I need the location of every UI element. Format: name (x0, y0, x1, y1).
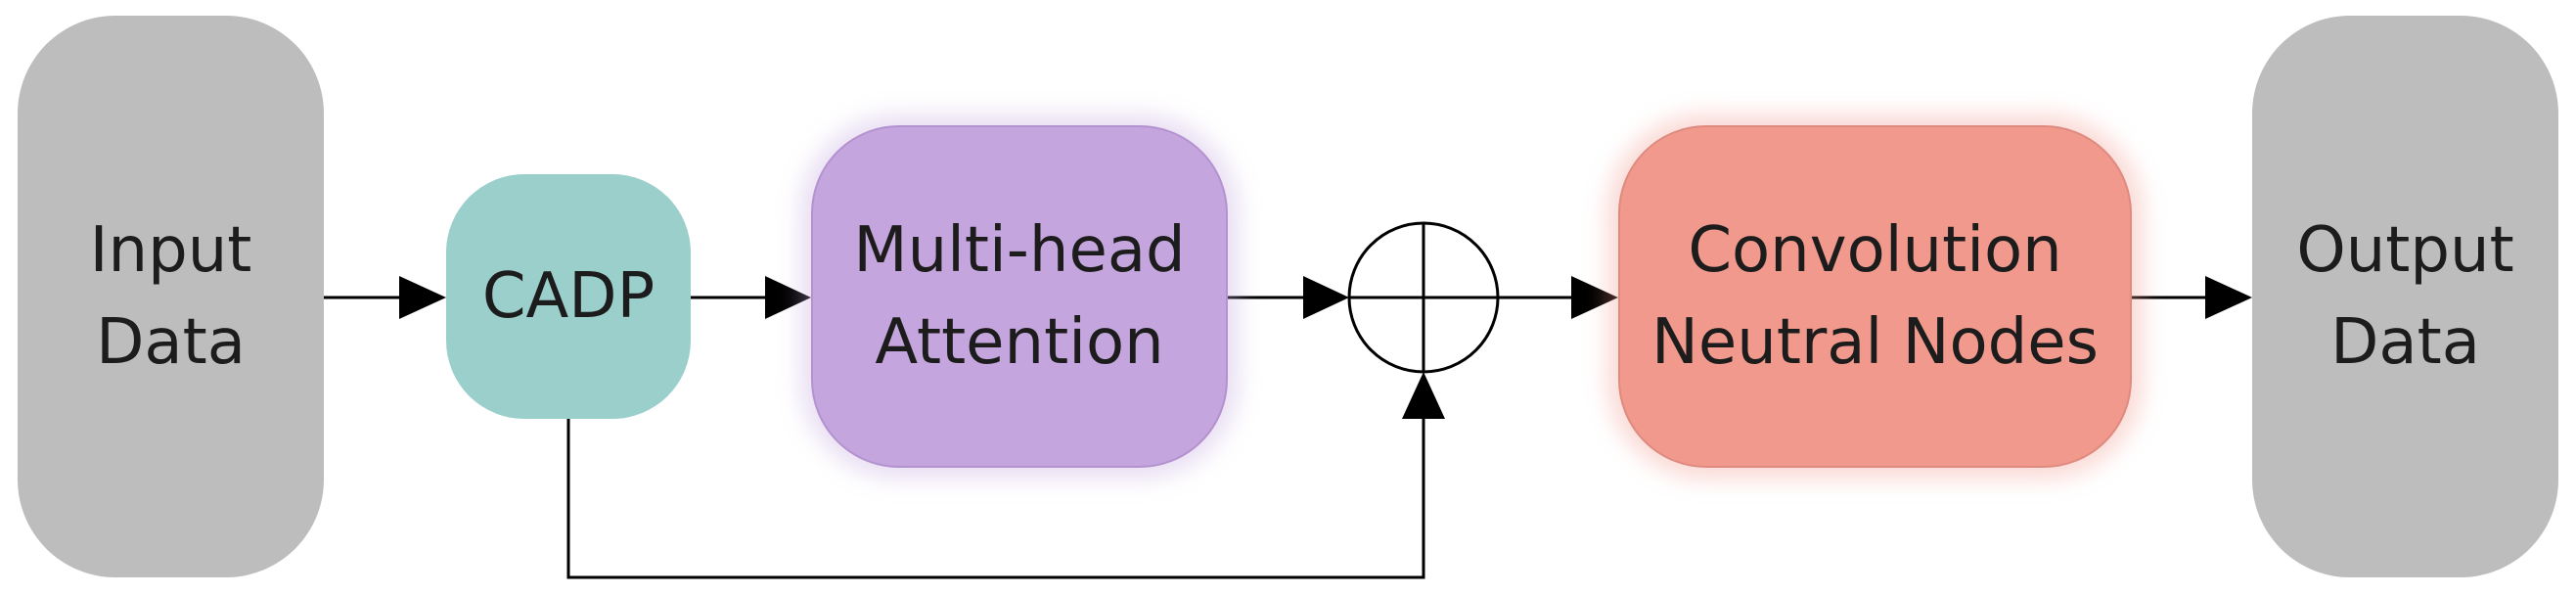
cadp-node: CADP (446, 174, 691, 419)
arrowhead-cadp (399, 276, 446, 319)
attention-label-line-2: Attention (875, 306, 1164, 379)
output-data-label-line-2: Data (2330, 306, 2480, 379)
multi-head-attention-node: Multi-head Attention (811, 125, 1228, 468)
arrowhead-output (2205, 276, 2252, 319)
output-data-label-line-1: Output (2296, 214, 2514, 287)
convolution-node: Convolution Neutral Nodes (1618, 125, 2132, 468)
cadp-label: CADP (481, 260, 655, 333)
arrowhead-skip (1402, 372, 1445, 419)
input-data-label-line-2: Data (96, 306, 246, 379)
arrowhead-conv (1571, 276, 1618, 319)
arrowhead-adder (1303, 276, 1349, 319)
arrowhead-attention (765, 276, 811, 319)
output-data-node: Output Data (2252, 16, 2558, 577)
conv-label-line-2: Neutral Nodes (1651, 306, 2099, 379)
input-data-label-line-1: Input (89, 214, 252, 287)
input-data-node: Input Data (18, 16, 324, 577)
attention-label-line-1: Multi-head (853, 214, 1186, 287)
edge-skip-connection (566, 419, 1425, 579)
conv-label-line-1: Convolution (1688, 214, 2062, 287)
